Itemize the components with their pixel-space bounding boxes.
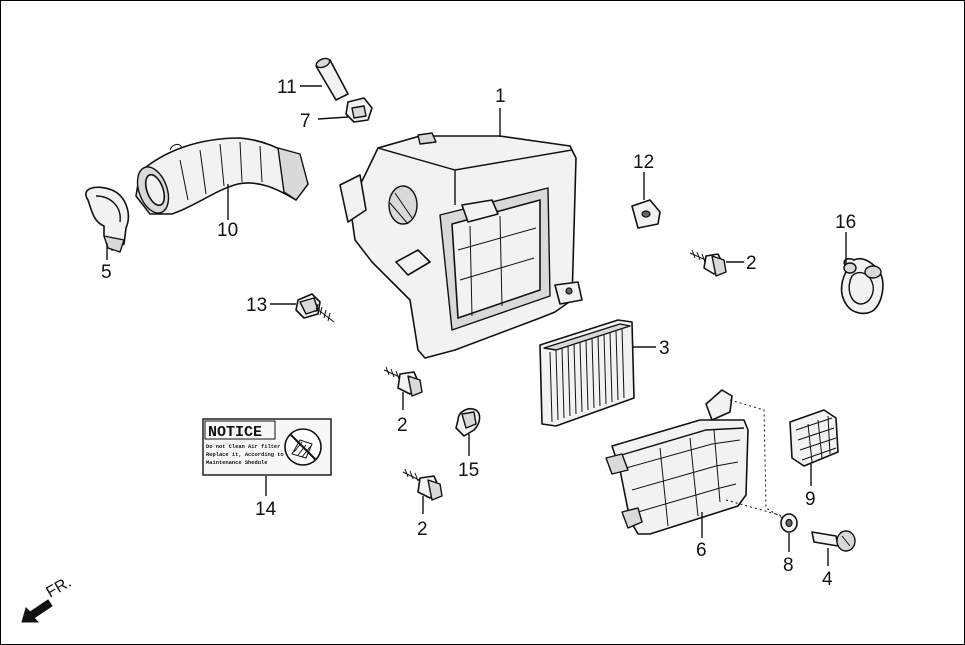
seal-16 xyxy=(840,257,884,315)
grommet-9 xyxy=(789,409,839,467)
bolt-2-middle xyxy=(383,366,423,397)
intake-tube-10 xyxy=(135,137,309,215)
bolt-13 xyxy=(295,293,335,323)
bolt-2-right xyxy=(689,249,727,277)
callout-15: 15 xyxy=(458,460,479,481)
callout-2-middle: 2 xyxy=(397,415,408,436)
cap-tube-11 xyxy=(315,57,349,101)
callout-5: 5 xyxy=(101,262,112,283)
callout-3: 3 xyxy=(659,338,670,359)
callout-4: 4 xyxy=(822,569,833,590)
hose-clamp-5 xyxy=(85,186,130,253)
callout-12: 12 xyxy=(633,152,654,173)
screw-4 xyxy=(811,530,856,552)
air-cleaner-housing xyxy=(339,132,583,359)
leader-line xyxy=(317,116,349,120)
callout-9: 9 xyxy=(805,489,816,510)
notice-line-3: Maintenance Shedule xyxy=(206,460,267,466)
callout-16: 16 xyxy=(835,212,856,233)
plug-cap-15 xyxy=(455,407,481,437)
clip-7 xyxy=(345,97,373,123)
nut-clip-12 xyxy=(631,199,661,229)
callout-6: 6 xyxy=(696,540,707,561)
bolt-2-lower xyxy=(402,468,443,501)
callout-8: 8 xyxy=(783,555,794,576)
callout-13: 13 xyxy=(246,295,267,316)
notice-line-2: Replace it, According to xyxy=(206,452,284,458)
air-filter-element xyxy=(539,319,635,427)
front-direction-label: FR. xyxy=(44,574,75,602)
front-direction-arrow: FR. xyxy=(21,574,75,623)
callout-11: 11 xyxy=(277,77,297,98)
notice-title: NOTICE xyxy=(208,424,262,441)
callout-2-lower: 2 xyxy=(417,519,428,540)
callout-10: 10 xyxy=(217,220,238,241)
no-clean-filter-icon xyxy=(284,428,322,466)
callout-2-right: 2 xyxy=(746,253,757,274)
notice-line-1: Do not Clean Air filter xyxy=(206,444,280,450)
callout-14: 14 xyxy=(255,499,277,520)
callout-1: 1 xyxy=(495,86,506,107)
notice-label: NOTICE Do not Clean Air filter Replace i… xyxy=(202,418,332,476)
air-cleaner-cover xyxy=(605,389,749,535)
washer-8 xyxy=(780,513,798,533)
alignment-dashed-line xyxy=(725,499,791,519)
callout-7: 7 xyxy=(300,111,311,132)
